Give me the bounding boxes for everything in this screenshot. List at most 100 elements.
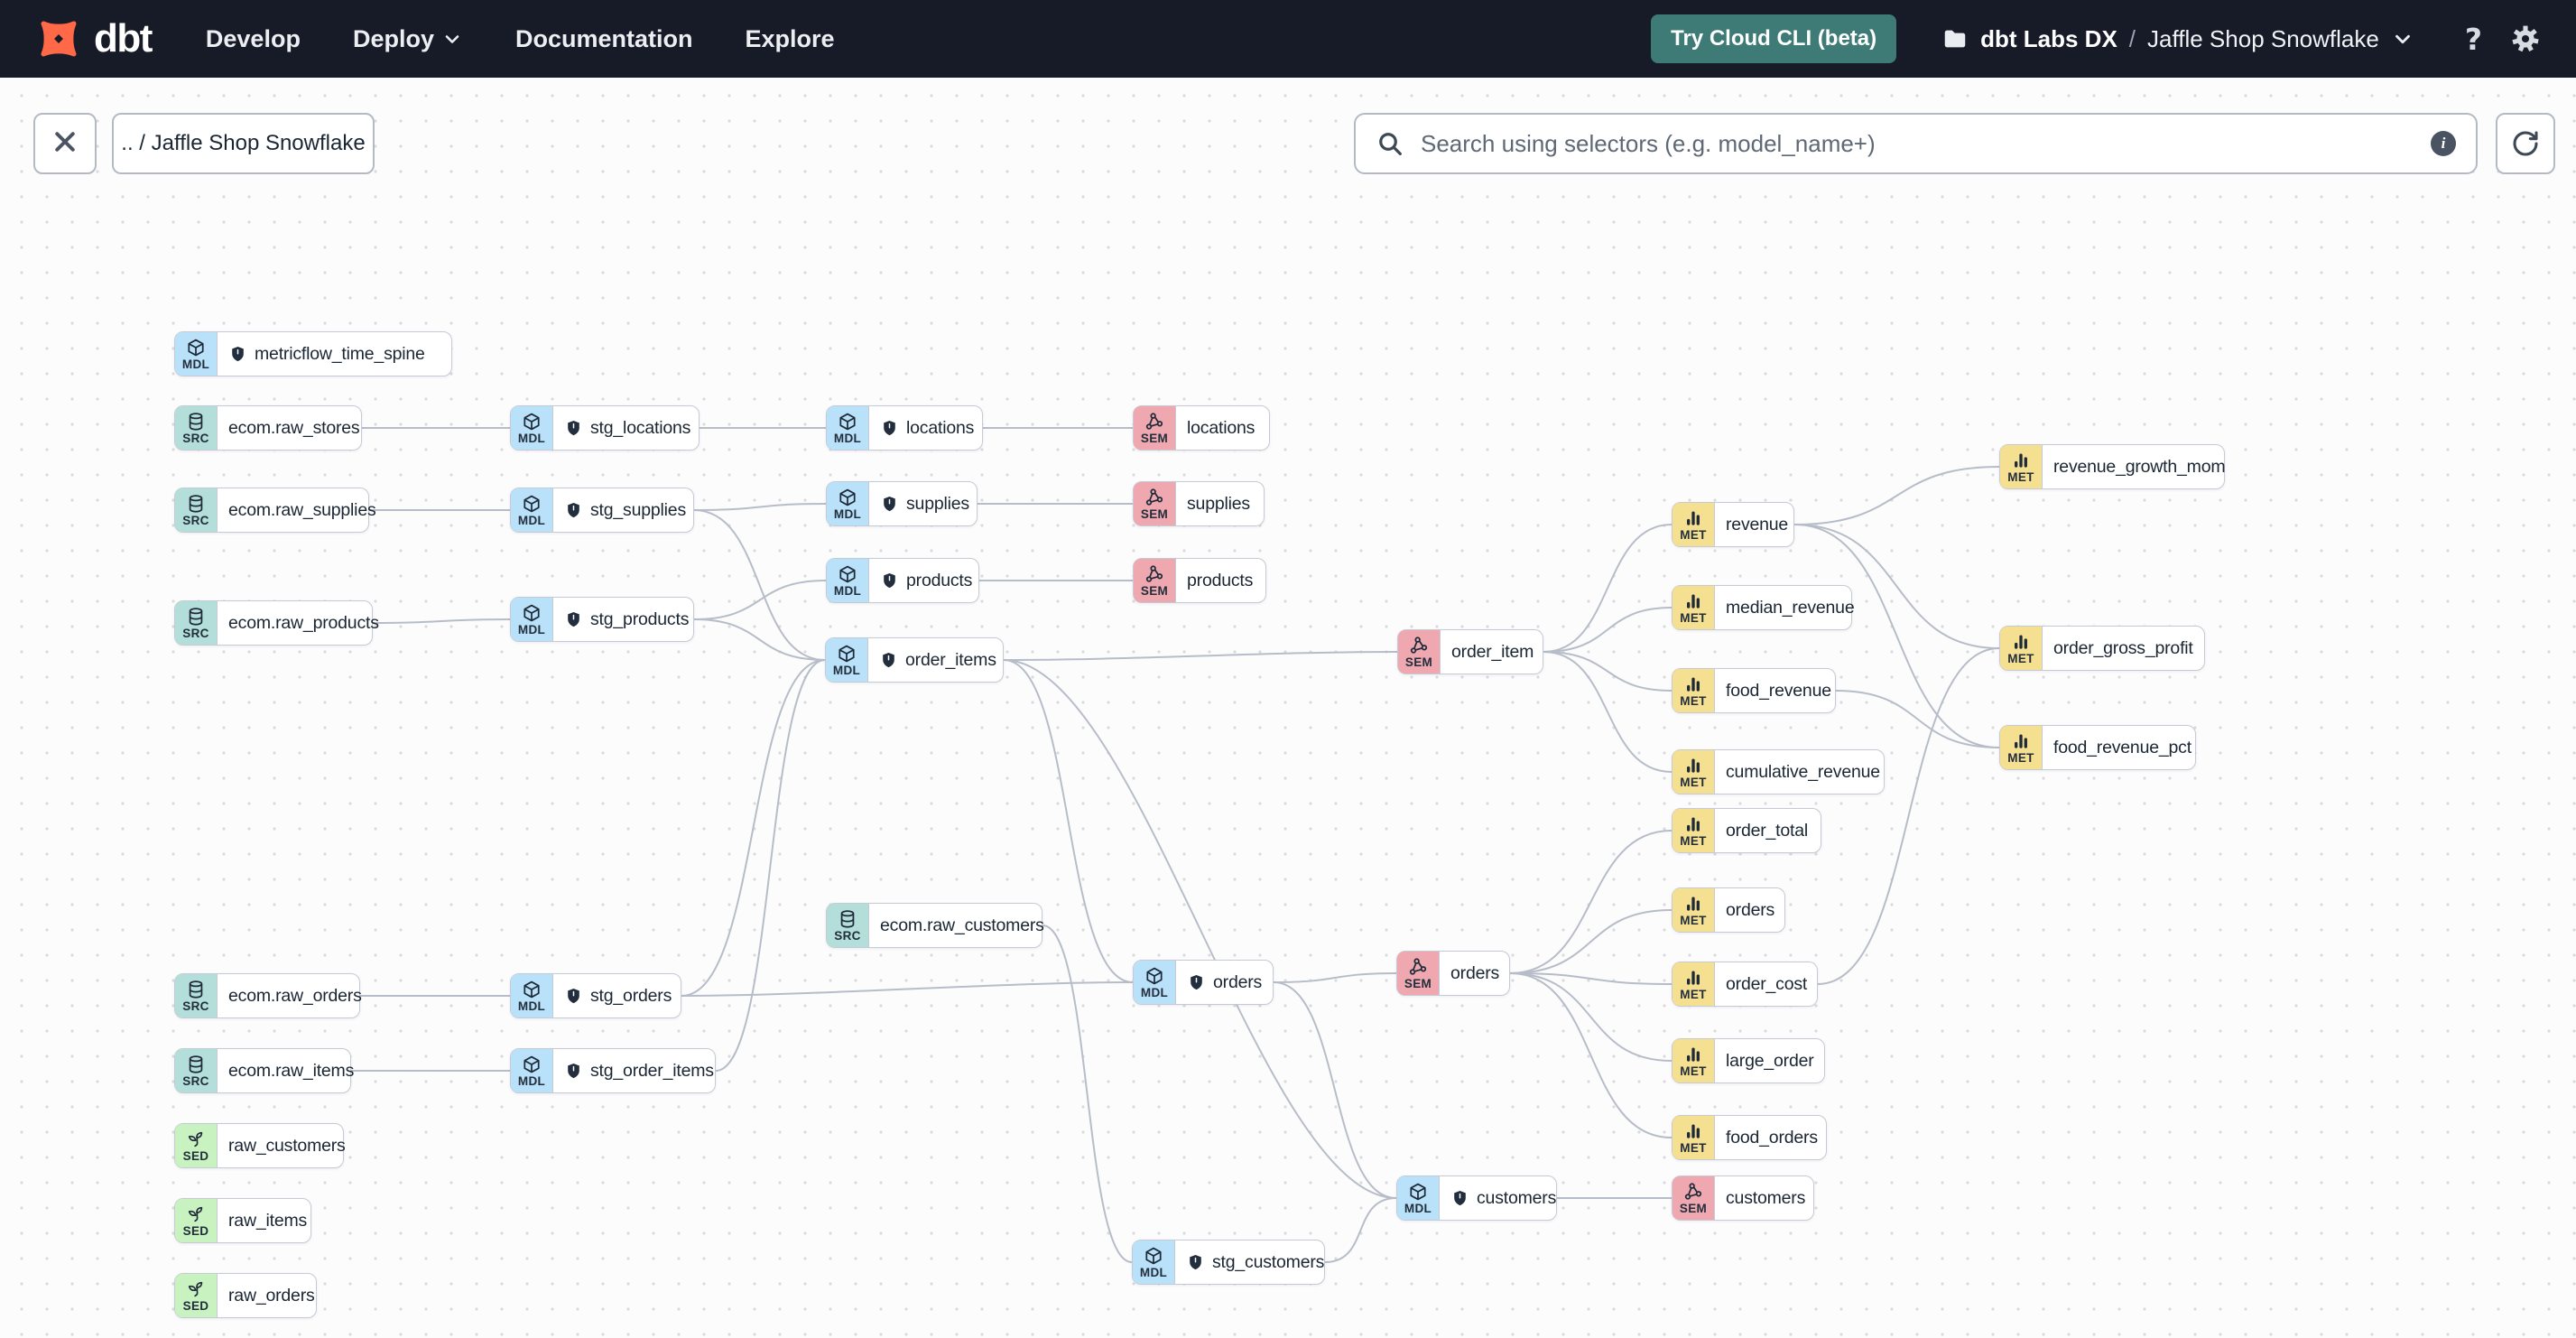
node-type-label: MDL bbox=[1139, 1265, 1168, 1279]
node-label: ecom.raw_customers bbox=[880, 915, 1044, 935]
node-src_raw_customers[interactable]: SRC ecom.raw_customers bbox=[826, 903, 1044, 948]
node-type-badge: MET bbox=[1673, 750, 1715, 794]
info-icon[interactable]: i bbox=[2431, 131, 2456, 156]
nav-item-documentation[interactable]: Documentation bbox=[515, 25, 693, 53]
model-cube-icon bbox=[1144, 1246, 1163, 1266]
node-type-label: MDL bbox=[833, 431, 862, 445]
node-type-label: MDL bbox=[181, 357, 210, 371]
node-label: locations bbox=[906, 417, 975, 438]
nav-item-develop[interactable]: Develop bbox=[206, 25, 301, 53]
gear-icon[interactable] bbox=[2509, 23, 2542, 55]
semantic-graph-icon bbox=[1409, 636, 1429, 655]
dbt-logo[interactable]: dbt bbox=[34, 14, 153, 63]
node-type-badge: MDL bbox=[511, 1049, 553, 1092]
node-type-badge: MDL bbox=[1134, 961, 1176, 1004]
node-locations[interactable]: MDL locations bbox=[826, 405, 983, 451]
node-type-badge: MDL bbox=[511, 406, 553, 450]
search-bar[interactable]: i bbox=[1354, 113, 2478, 174]
breadcrumb[interactable]: .. / Jaffle Shop Snowflake bbox=[112, 113, 375, 174]
model-cube-icon bbox=[837, 644, 857, 664]
database-icon bbox=[186, 412, 206, 432]
semantic-graph-icon bbox=[1144, 488, 1164, 507]
node-type-badge: SRC bbox=[827, 904, 869, 947]
semantic-graph-icon bbox=[1683, 1182, 1703, 1202]
lineage-canvas[interactable] bbox=[0, 78, 2576, 1338]
shield-icon bbox=[1450, 1189, 1469, 1208]
folder-icon bbox=[1941, 25, 1969, 52]
search-input[interactable] bbox=[1419, 128, 2416, 159]
node-type-label: SRC bbox=[182, 999, 209, 1013]
node-type-label: MDL bbox=[517, 1073, 546, 1088]
model-cube-icon bbox=[522, 980, 542, 999]
shield-icon bbox=[564, 987, 583, 1006]
project-switcher[interactable]: dbt Labs DX / Jaffle Shop Snowflake bbox=[1941, 25, 2414, 53]
try-cloud-cli-button[interactable]: Try Cloud CLI (beta) bbox=[1651, 14, 1897, 63]
node-type-label: SEM bbox=[1140, 431, 1169, 445]
close-button[interactable] bbox=[33, 113, 97, 174]
node-type-badge: MET bbox=[1673, 669, 1715, 712]
node-type-label: MET bbox=[1680, 775, 1707, 789]
node-label: revenue_growth_mom bbox=[2053, 456, 2226, 477]
model-cube-icon bbox=[1408, 1182, 1428, 1202]
node-type-badge: MDL bbox=[511, 598, 553, 641]
node-label: orders bbox=[1450, 962, 1500, 983]
node-type-label: SRC bbox=[182, 626, 209, 640]
nav-item-label: Develop bbox=[205, 24, 301, 52]
node-type-label: MET bbox=[1680, 987, 1707, 1001]
nav-item-deploy[interactable]: Deploy bbox=[353, 25, 463, 53]
nav-item-explore[interactable]: Explore bbox=[746, 25, 835, 53]
node-type-label: MDL bbox=[1404, 1201, 1432, 1215]
help-icon[interactable]: ? bbox=[2464, 21, 2482, 57]
model-cube-icon bbox=[522, 494, 542, 514]
node-type-label: MDL bbox=[517, 431, 546, 445]
node-type-badge: MDL bbox=[1133, 1240, 1175, 1284]
node-label: order_gross_profit bbox=[2053, 637, 2193, 658]
metric-bars-icon bbox=[2011, 731, 2031, 751]
node-label: revenue bbox=[1726, 514, 1789, 534]
node-type-label: SEM bbox=[1140, 583, 1169, 598]
metric-bars-icon bbox=[1683, 814, 1703, 834]
node-type-label: MET bbox=[1680, 693, 1707, 708]
model-cube-icon bbox=[838, 564, 857, 584]
node-label: orders bbox=[1726, 899, 1775, 920]
refresh-button[interactable] bbox=[2496, 113, 2555, 174]
